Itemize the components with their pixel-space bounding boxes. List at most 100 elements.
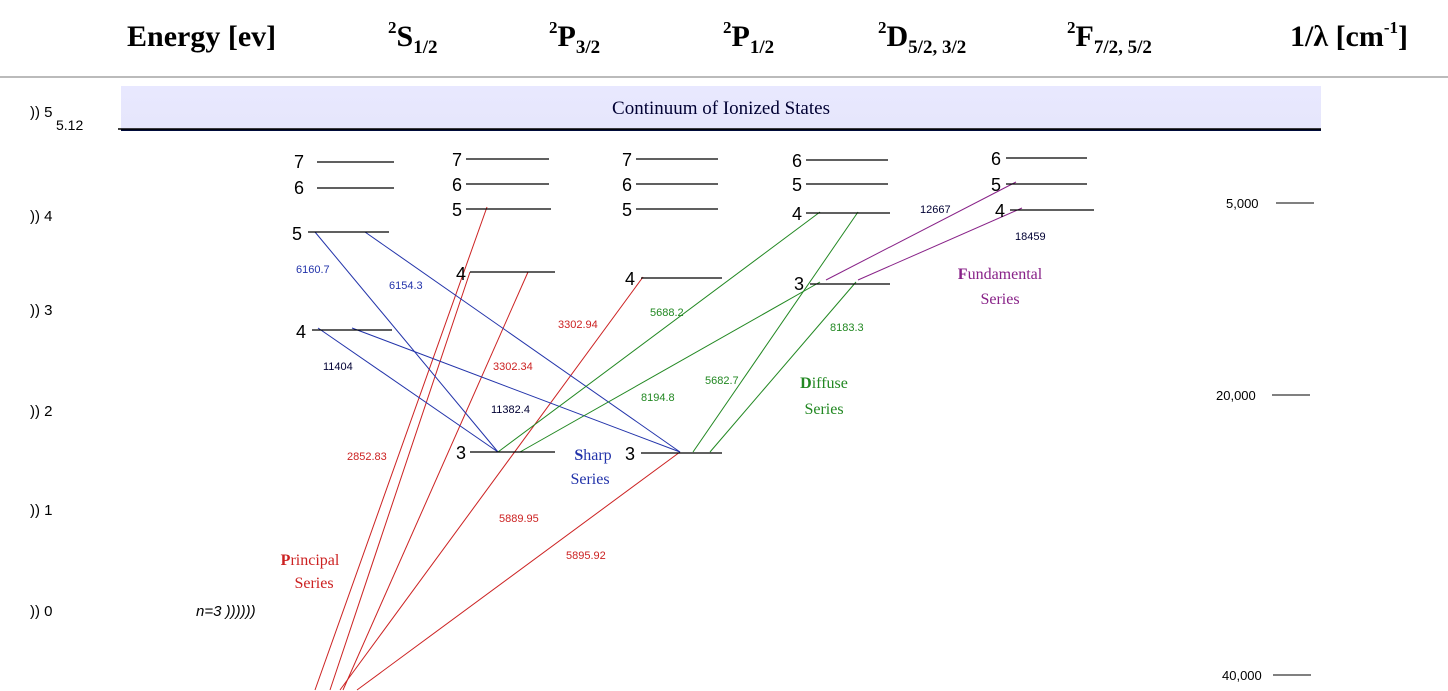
term-base: F	[1075, 20, 1094, 53]
wavelength-labels: 3302.94 3302.34 2852.83 5889.95 5895.92 …	[296, 204, 1046, 562]
d-levels	[806, 159, 890, 285]
wavenumber-exp: -1	[1383, 18, 1399, 37]
p12-n-5: 5	[622, 200, 632, 220]
p12-n-3: 3	[625, 444, 635, 464]
wavelength-label: 6154.3	[389, 280, 423, 292]
wavelength-label: 5682.7	[705, 375, 739, 387]
p12-n-4: 4	[625, 269, 635, 289]
wavenumber-close: ]	[1398, 20, 1409, 53]
diffuse-series-lines	[497, 211, 859, 453]
series-initial: P	[281, 552, 291, 569]
f-n-5: 5	[991, 175, 1001, 195]
header-wavenumber: 1/λ [cm-1]	[1290, 18, 1409, 54]
wavenumber-tick-40000: 40,000	[1222, 668, 1262, 683]
series-initial: D	[800, 375, 812, 392]
s-n-6: 6	[294, 178, 304, 198]
wavelength-label: 5688.2	[650, 307, 684, 319]
wavenumber-text: 1/λ [cm	[1290, 20, 1384, 53]
energy-tick-3: )) 3	[30, 302, 53, 319]
sharp-series-label-2: Series	[570, 471, 609, 488]
ground-state-label: n=3 ))))))	[196, 603, 256, 620]
principal-line	[356, 451, 681, 691]
wavelength-label: 2852.83	[347, 451, 387, 463]
fundamental-line	[857, 207, 1023, 281]
wavelength-label: 5895.92	[566, 550, 606, 562]
p32-n-4: 4	[456, 264, 466, 284]
wavelength-label: 5889.95	[499, 513, 539, 525]
term-base: P	[557, 20, 576, 53]
sharp-series-lines	[314, 231, 681, 453]
wavelength-label: 8183.3	[830, 322, 864, 334]
p32-n-6: 6	[452, 175, 462, 195]
term-base: S	[396, 20, 414, 53]
term-sub: 5/2, 3/2	[908, 37, 967, 58]
s-n-3: 3	[456, 443, 466, 463]
s-n-5: 5	[292, 224, 302, 244]
header-term-p32: 2P3/2	[549, 18, 601, 59]
s-n-4: 4	[296, 322, 306, 342]
wavelength-label: 12667	[920, 204, 951, 216]
continuum-label: Continuum of Ionized States	[612, 98, 830, 119]
series-rest: undamental	[968, 266, 1043, 283]
principal-series-label-2: Series	[294, 575, 333, 592]
series-rest: iffuse	[812, 375, 848, 392]
header-energy: Energy [ev]	[127, 20, 276, 54]
wavenumber-tick-5000: 5,000	[1226, 196, 1259, 211]
header-divider	[0, 76, 1448, 78]
diffuse-series-label-2: Series	[804, 401, 843, 418]
wavelength-label: 8194.8	[641, 392, 675, 404]
wavelength-label: 3302.94	[558, 319, 598, 331]
fundamental-series-lines	[825, 181, 1023, 281]
diffuse-series-label: Diffuse	[800, 375, 848, 392]
p12-n-7: 7	[622, 150, 632, 170]
header-energy-text: Energy [ev]	[127, 20, 277, 53]
header-term-d: 2D5/2, 3/2	[878, 18, 967, 59]
term-sup: 2	[1067, 18, 1076, 37]
term-sub: 3/2	[575, 37, 601, 58]
wavelength-label: 18459	[1015, 231, 1046, 243]
term-sub: 1/2	[413, 37, 438, 58]
wavenumber-tick-20000: 20,000	[1216, 388, 1256, 403]
wavelength-label: 6160.7	[296, 264, 330, 276]
sharp-line	[364, 231, 681, 453]
f-n-6: 6	[991, 149, 1001, 169]
p32-n-5: 5	[452, 200, 462, 220]
s-levels	[308, 161, 555, 453]
term-sup: 2	[549, 18, 558, 37]
d-n-3: 3	[794, 274, 804, 294]
principal-line	[329, 271, 471, 691]
term-sup: 2	[878, 18, 887, 37]
term-sup: 2	[723, 18, 732, 37]
principal-line	[342, 271, 529, 691]
wavelength-label: 3302.34	[493, 361, 533, 373]
diffuse-line	[519, 281, 821, 453]
principal-series-label: Principal	[281, 552, 340, 569]
p32-levels	[466, 158, 555, 273]
header-term-f: 2F7/2, 5/2	[1067, 18, 1152, 59]
f-n-4: 4	[995, 201, 1005, 221]
principal-line	[314, 206, 488, 691]
ionization-energy: 5.12	[56, 117, 84, 133]
wavelength-label: 11382.4	[491, 404, 530, 416]
series-names: Principal Series Sharp Series Diffuse Se…	[281, 266, 1043, 592]
term-base: D	[886, 20, 909, 53]
energy-tick-0: )) 0	[30, 603, 53, 620]
p12-levels	[636, 158, 722, 454]
fundamental-series-label: Fundamental	[958, 266, 1043, 283]
f-levels	[1006, 157, 1094, 211]
term-sub: 7/2, 5/2	[1093, 37, 1152, 58]
principal-line	[339, 276, 644, 691]
energy-tick-5: )) 5	[30, 104, 53, 121]
level-numbers: 7 6 5 4 3 7 6 5 4 7 6 5 4 3 6 5 4 3 6 5 …	[292, 149, 1005, 464]
sharp-series-label: Sharp	[574, 447, 611, 464]
p12-n-6: 6	[622, 175, 632, 195]
diffuse-line	[497, 211, 821, 453]
term-sup: 2	[388, 18, 397, 37]
energy-tick-4: )) 4	[30, 208, 53, 225]
series-rest: rincipal	[290, 552, 339, 569]
d-n-5: 5	[792, 175, 802, 195]
energy-tick-2: )) 2	[30, 403, 53, 420]
sharp-line	[351, 327, 681, 453]
diffuse-line	[692, 211, 859, 453]
